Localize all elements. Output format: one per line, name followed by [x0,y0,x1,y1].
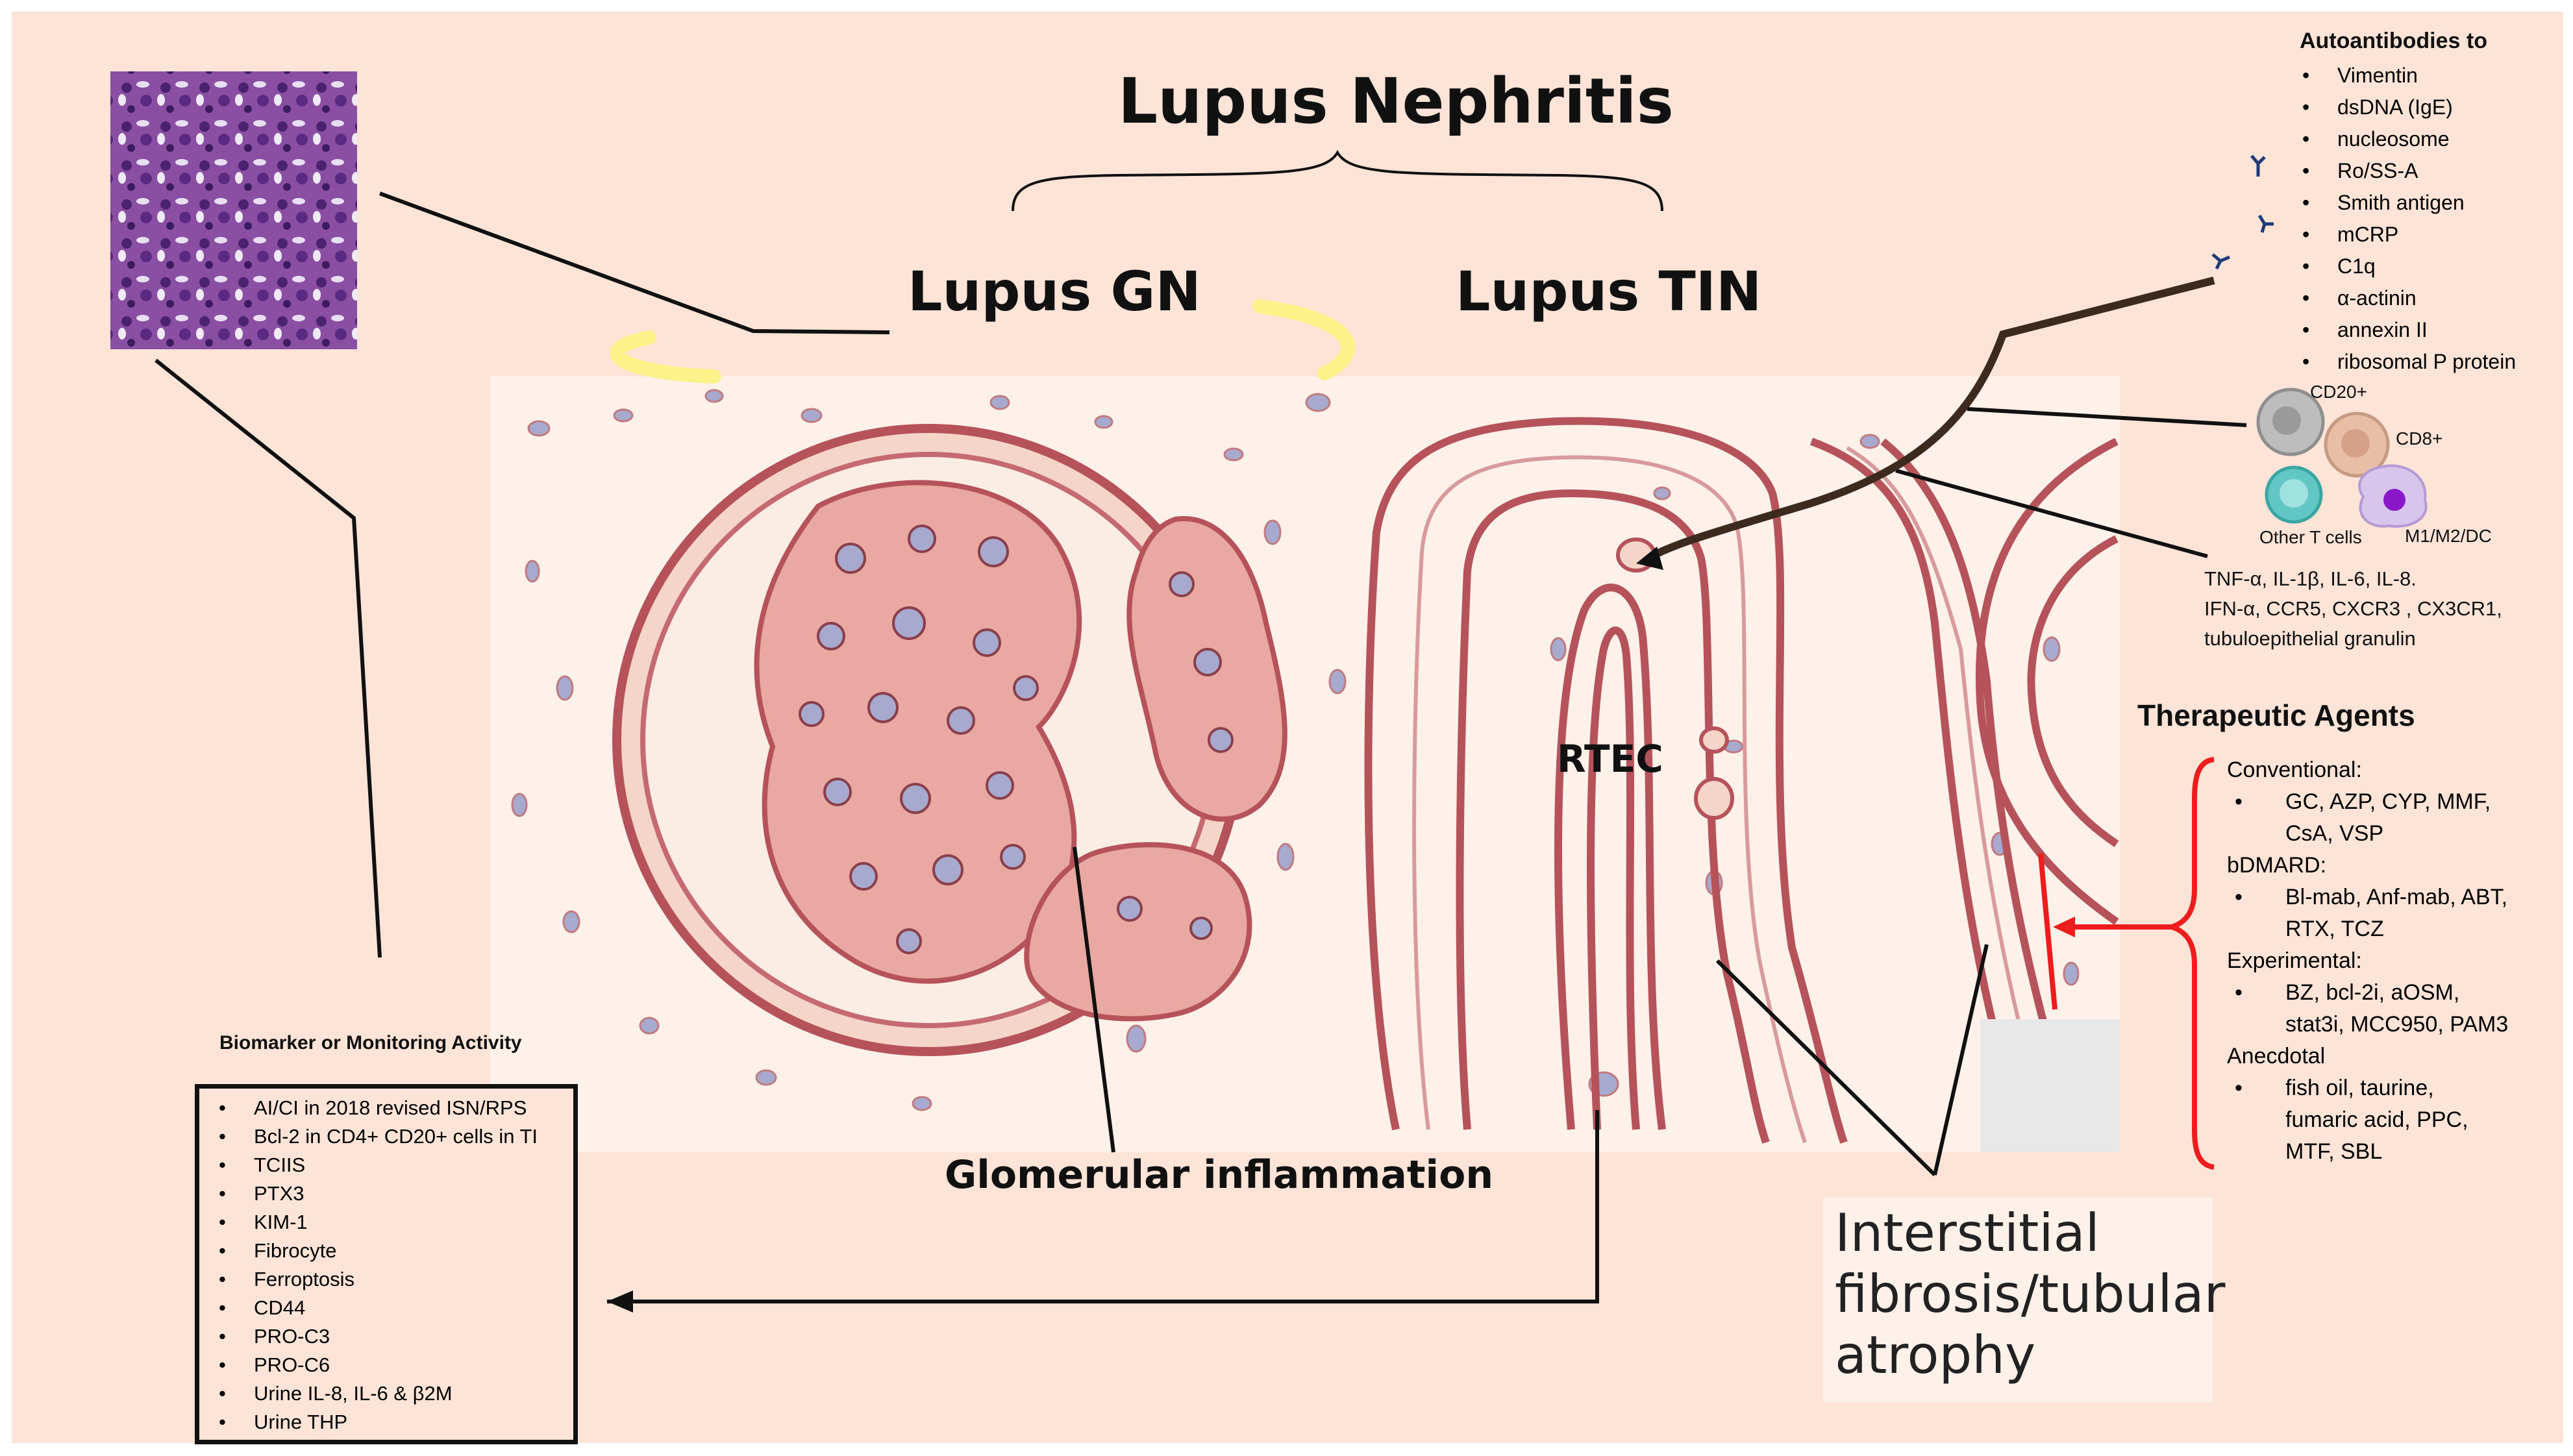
cell-label-other-t: Other T cells [2259,527,2362,547]
autoantibody-item: annexin II [2296,314,2516,346]
biomarker-item: PTX3 [212,1179,538,1208]
connector-lines [155,191,2247,1303]
biomarker-item: KIM-1 [212,1208,538,1237]
immune-cells [2256,388,2428,528]
biomarker-heading: Biomarker or Monitoring Activity [219,1032,522,1054]
biomarker-item: PRO-C3 [212,1322,538,1351]
red-arrowhead [2053,917,2075,937]
branch-label-tin: Lupus TIN [1456,260,1762,323]
therapeutic-item-text: BZ, bcl-2i, aOSM, [2285,980,2460,1005]
therapeutic-item-text: MTF, SBL [2285,1139,2383,1164]
therapeutic-bracket [2038,757,2215,1170]
autoantibody-item: C1q [2296,251,2516,282]
autoantibody-item: mCRP [2296,219,2516,251]
biomarker-item: TCIIS [212,1151,538,1179]
therapeutic-group-name: Conventional: [2227,758,2362,782]
cytokine-line: IFN-α, CCR5, CXCR3 , CX3CR1, [2204,597,2502,620]
highlight-arc [610,299,1356,384]
cytokine-line: tubuloepithelial granulin [2204,627,2416,650]
fibrosis-label-box: Interstitial fibrosis/tubular atrophy [1823,1198,2225,1402]
biomarker-list: AI/CI in 2018 revised ISN/RPS Bcl-2 in C… [212,1094,538,1437]
biomarker-item: CD44 [212,1294,538,1322]
cell-label-cd8: CD8+ [2396,428,2443,449]
biomarker-item: Ferroptosis [212,1265,538,1294]
therapeutic-item: •fish oil, taurine, [2235,1076,2434,1100]
antibody-connector [1647,277,2215,562]
therapeutic-item-text: Bl-mab, Anf-mab, ABT, [2285,885,2508,909]
autoantibody-item: ribosomal P protein [2296,346,2516,378]
therapeutic-group-name: bDMARD: [2227,853,2327,878]
therapeutic-item: •Bl-mab, Anf-mab, ABT, [2235,885,2508,909]
therapeutic-item-text: fumaric acid, PPC, [2285,1107,2468,1132]
therapeutic-heading: Therapeutic Agents [2137,698,2415,732]
glomerular-inflammation-label: Glomerular inflammation [945,1152,1494,1198]
therapeutic-item-text: fish oil, taurine, [2285,1076,2434,1100]
autoantibodies-list: Vimentin dsDNA (IgE) nucleosome Ro/SS-A … [2296,60,2516,378]
autoantibody-item: dsDNA (IgE) [2296,92,2516,123]
rtec-label: RTEC [1557,737,1663,781]
fibrosis-label-line-1: Interstitial [1835,1203,2100,1263]
cytokine-line: TNF-α, IL-1β, IL-6, IL-8. [2204,567,2417,590]
diagram-title: Lupus Nephritis [1118,65,1674,138]
therapeutic-item-text: stat3i, MCC950, PAM3 [2285,1012,2509,1037]
branch-label-gn: Lupus GN [908,260,1201,323]
cell-label-cd20: CD20+ [2310,382,2367,402]
therapeutic-group-name: Anecdotal [2227,1044,2326,1068]
therapeutic-item-text: RTX, TCZ [2285,917,2384,941]
cell-label-macrophage: M1/M2/DC [2405,526,2492,546]
biomarker-item: PRO-C6 [212,1351,538,1379]
biomarker-item: Urine THP [212,1408,538,1437]
kidney-tissue-illustration [490,376,2120,1152]
therapeutic-groups: Conventional: •GC, AZP, CYP, MMF, CsA, V… [2227,754,2539,1168]
arrow-triangle [1636,547,1663,570]
antibody-icons [2211,154,2274,270]
therapeutic-item-text: GC, AZP, CYP, MMF, [2285,789,2491,814]
biomarker-item: Urine IL-8, IL-6 & β2M [212,1379,538,1408]
biomarker-box: AI/CI in 2018 revised ISN/RPS Bcl-2 in C… [195,1084,578,1444]
fibrosis-label-line-3: atrophy [1835,1325,2036,1385]
biomarker-item: Fibrocyte [212,1237,538,1265]
biomarker-item: AI/CI in 2018 revised ISN/RPS [212,1094,538,1122]
arrowhead-left [607,1290,633,1313]
title-brace [1012,149,1663,212]
biomarker-item: Bcl-2 in CD4+ CD20+ cells in TI [212,1122,538,1151]
therapeutic-group-name: Experimental: [2227,948,2362,973]
fibrosis-label-line-2: fibrosis/tubular [1835,1264,2226,1324]
autoantibodies-heading: Autoantibodies to [2300,29,2487,53]
autoantibody-item: nucleosome [2296,123,2516,155]
therapeutic-item-text: CsA, VSP [2285,821,2384,846]
autoantibody-item: α-actinin [2296,282,2516,314]
autoantibody-item: Vimentin [2296,60,2516,92]
therapeutic-item: •BZ, bcl-2i, aOSM, [2235,980,2460,1005]
autoantibody-item: Ro/SS-A [2296,155,2516,187]
histology-image [110,71,357,349]
therapeutic-item: •GC, AZP, CYP, MMF, [2235,789,2491,814]
autoantibody-item: Smith antigen [2296,187,2516,219]
